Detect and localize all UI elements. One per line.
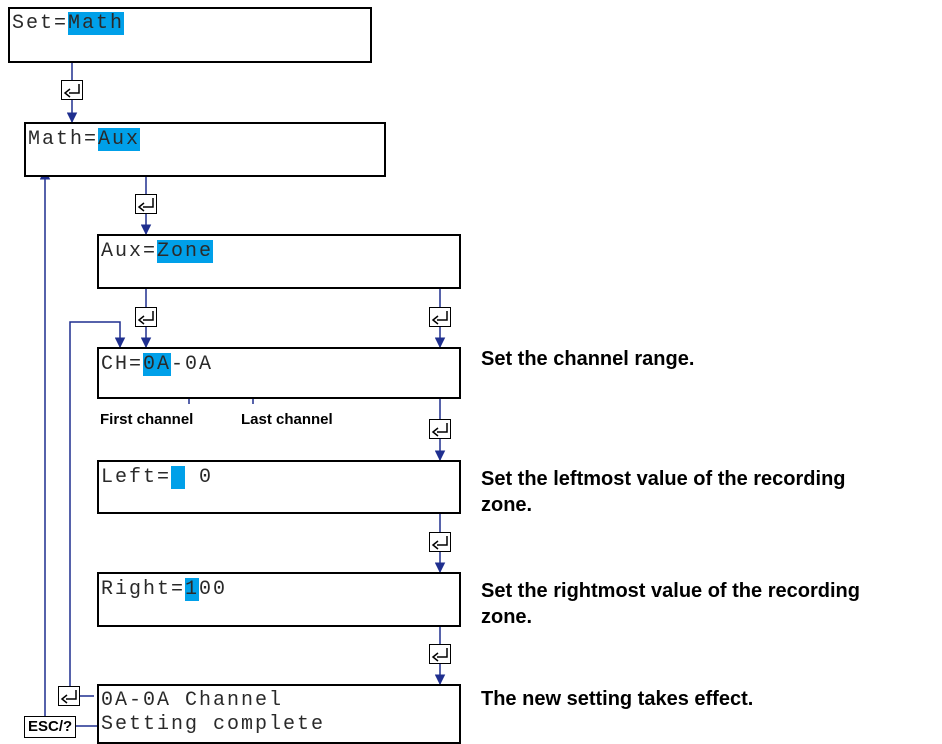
note-line: zone.	[481, 606, 533, 628]
range-separator: -	[171, 353, 186, 376]
arrow-esc-to-math	[39, 168, 98, 727]
first-channel-label: First channel	[100, 411, 194, 428]
note-takes-effect: The new setting takes effect.	[481, 688, 754, 710]
lcd-prefix: Left=	[101, 466, 172, 489]
lcd-line-1: 0A-0A Channel	[101, 689, 284, 712]
lcd-left-screen: Left= 0	[97, 460, 461, 514]
enter-arrow-glyph	[60, 690, 77, 704]
lcd-prefix: Math=	[28, 128, 99, 151]
lcd-prefix: Aux=	[101, 240, 158, 263]
lcd-line: Aux=Zone	[101, 240, 214, 263]
enter-arrow-glyph	[431, 423, 448, 437]
lcd-math-screen: Math=Aux	[24, 122, 386, 177]
lcd-selected-value[interactable]: Math	[68, 12, 125, 35]
last-channel-value[interactable]: 0A	[185, 353, 214, 376]
lcd-line: CH=0A-0A	[101, 353, 214, 376]
lcd-prefix: CH=	[101, 353, 144, 376]
note-line: zone.	[481, 494, 533, 516]
lcd-channel-screen: CH=0A-0A	[97, 347, 461, 399]
lcd-set-screen: Set=Math	[8, 7, 372, 63]
lcd-line: Math=Aux	[28, 128, 141, 151]
enter-key-icon[interactable]	[61, 80, 83, 100]
enter-arrow-glyph	[137, 311, 154, 325]
lcd-prefix: Right=	[101, 578, 186, 601]
lcd-selected-value[interactable]: Zone	[157, 240, 214, 263]
lcd-selected-value[interactable]: Aux	[98, 128, 141, 151]
lcd-line: Right=100	[101, 578, 228, 601]
enter-arrow-glyph	[431, 311, 448, 325]
lcd-right-screen: Right=100	[97, 572, 461, 627]
lcd-line: Left= 0	[101, 466, 214, 489]
lcd-cursor[interactable]: 1	[185, 578, 200, 601]
lcd-line: Set=Math	[12, 12, 125, 35]
enter-arrow-glyph	[431, 536, 448, 550]
enter-arrow-glyph	[63, 84, 80, 98]
enter-key-icon[interactable]	[58, 686, 80, 706]
note-rightmost: Set the rightmost value of the recording…	[481, 578, 860, 630]
left-value: 0	[185, 466, 214, 489]
lcd-line-2: Setting complete	[101, 713, 326, 736]
lcd-prefix: Set=	[12, 12, 69, 35]
lcd-aux-screen: Aux=Zone	[97, 234, 461, 289]
esc-key[interactable]: ESC/?	[24, 716, 77, 738]
last-channel-label: Last channel	[241, 411, 333, 428]
note-leftmost: Set the leftmost value of the recording …	[481, 466, 846, 518]
note-line: Set the rightmost value of the recording	[481, 580, 860, 602]
enter-arrow-glyph	[431, 648, 448, 662]
lcd-cursor[interactable]	[171, 466, 186, 489]
enter-key-icon[interactable]	[135, 307, 157, 327]
note-line: Set the leftmost value of the recording	[481, 468, 846, 490]
note-channel-range: Set the channel range.	[481, 348, 695, 370]
first-channel-value[interactable]: 0A	[143, 353, 172, 376]
right-value: 00	[199, 578, 228, 601]
lcd-complete-screen: 0A-0A Channel Setting complete	[97, 684, 461, 744]
enter-key-icon[interactable]	[429, 307, 451, 327]
enter-key-icon[interactable]	[135, 194, 157, 214]
enter-key-icon[interactable]	[429, 419, 451, 439]
enter-arrow-glyph	[137, 198, 154, 212]
enter-key-icon[interactable]	[429, 644, 451, 664]
enter-key-icon[interactable]	[429, 532, 451, 552]
